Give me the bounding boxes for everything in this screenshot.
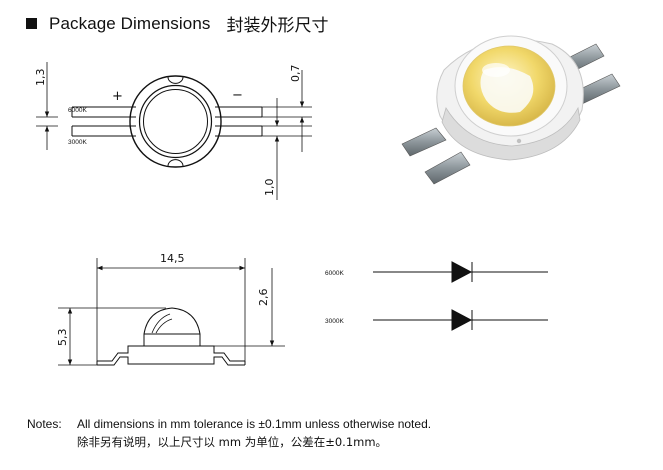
top-view-drawing (71, 75, 263, 168)
dim-lead-width-top: 0,7 (289, 65, 302, 83)
section-title-cn: 封装外形尺寸 (226, 16, 329, 36)
cathode-minus-sign: − (232, 88, 243, 103)
notes-text-en: All dimensions in mm tolerance is ±0.1mm… (77, 417, 432, 431)
dim-dome-height: 2,6 (257, 289, 270, 307)
side-view-dims (58, 258, 285, 366)
notes-block: Notes: All dimensions in mm tolerance is… (27, 415, 431, 451)
dim-package-width: 14,5 (160, 252, 185, 265)
dim-package-height: 5,3 (56, 329, 69, 347)
anode-plus-sign: + (112, 89, 123, 104)
section-header: Package Dimensions 封装外形尺寸 (26, 11, 329, 36)
dim-lead-width-bottom: 1,0 (263, 179, 276, 197)
section-title-en: Package Dimensions (49, 13, 211, 33)
diode-schematic (373, 261, 548, 331)
dim-lead-gap: 1,3 (34, 69, 47, 87)
schematic-label-3000k: 3000K (325, 318, 344, 325)
notes-text-cn: 除非另有说明，以上尺寸以 mm 为单位，公差在±0.1mm。 (77, 435, 388, 449)
square-bullet-icon (26, 18, 37, 29)
side-view-drawing (96, 307, 246, 366)
dim-left-lines (36, 62, 58, 150)
schematic-label-6000k: 6000K (325, 270, 344, 277)
top-label-6000k: 6000K (68, 107, 87, 114)
top-label-3000k: 3000K (68, 139, 87, 146)
led-product-photo (401, 35, 621, 185)
notes-label: Notes: (27, 417, 62, 431)
dim-right-lines (262, 70, 312, 200)
